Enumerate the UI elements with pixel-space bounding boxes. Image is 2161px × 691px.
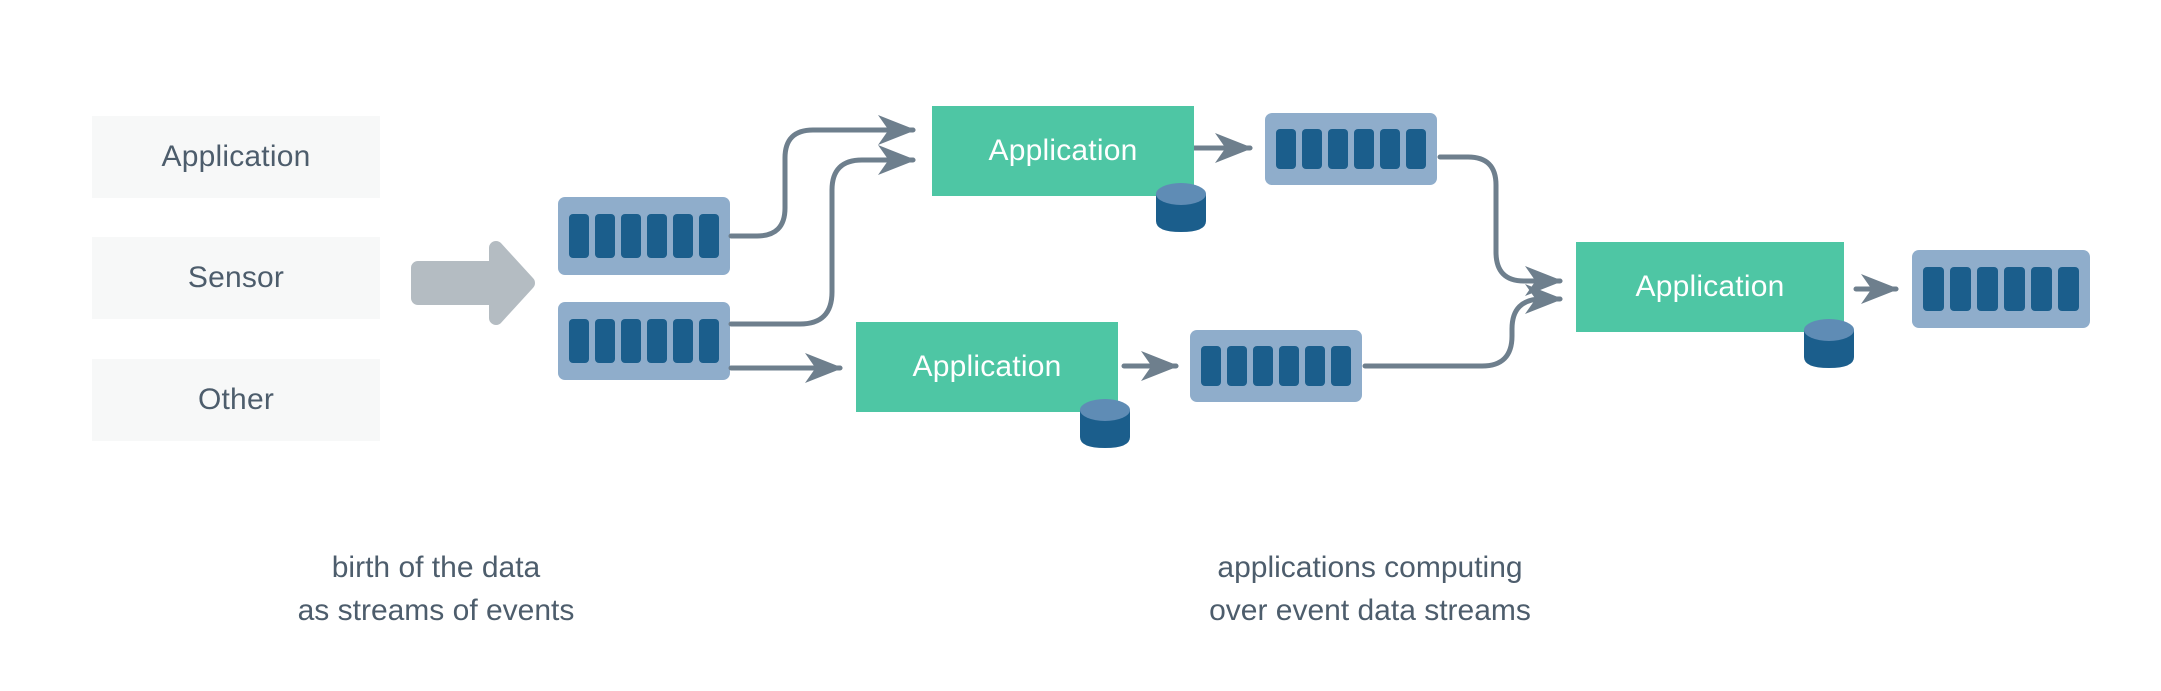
caption-left: birth of the data as streams of events	[297, 551, 575, 627]
stream-bar	[1201, 345, 1221, 387]
stream-bar	[647, 214, 667, 258]
stream-bar	[621, 319, 641, 363]
database-icon	[1156, 183, 1206, 232]
stream-bar	[1923, 267, 1944, 311]
stream-bar	[621, 214, 641, 258]
connector-src-top-to-app-top	[728, 114, 916, 239]
application-label: Application	[1635, 270, 1785, 303]
stream-bar	[2031, 267, 2052, 311]
stream-bar	[595, 319, 615, 363]
stream-bar	[595, 214, 615, 258]
stream-bar	[699, 319, 719, 363]
database-icon	[1080, 399, 1130, 448]
source-box-application: Application	[92, 116, 380, 198]
stream-bar	[673, 214, 693, 258]
stream-bar	[1331, 345, 1351, 387]
stream-bar	[2058, 267, 2079, 311]
connector-src-bottom-to-app-top	[728, 144, 916, 327]
stream-bar	[699, 214, 719, 258]
stream-app2-output	[1190, 330, 1362, 402]
stream-bar	[1950, 267, 1971, 311]
stream-app1-output	[1265, 113, 1437, 185]
source-box-sensor: Sensor	[92, 237, 380, 319]
stream-bar	[1279, 345, 1299, 387]
application-label: Application	[912, 350, 1062, 383]
stream-bar	[673, 319, 693, 363]
caption-right: applications computing over event data s…	[1209, 551, 1531, 627]
database-icon-bottom-layer	[1080, 399, 1130, 448]
stream-bar	[1253, 345, 1273, 387]
stream-bar	[1328, 128, 1348, 170]
stream-bar	[1276, 128, 1296, 170]
source-label: Sensor	[187, 261, 285, 294]
database-icon-final-layer	[1804, 319, 1854, 368]
stream-app3-output	[1912, 250, 2090, 328]
stream-source-bottom	[558, 302, 730, 380]
stream-bar	[1406, 128, 1426, 170]
application-top[interactable]: Application	[932, 106, 1194, 196]
connector-stream2-to-app-final	[1362, 283, 1563, 369]
database-icon-top-layer	[1156, 183, 1206, 232]
stream-bar	[1227, 345, 1247, 387]
stream-bar	[1977, 267, 1998, 311]
database-icon	[1804, 319, 1854, 368]
stream-bar	[647, 319, 667, 363]
source-label: Other	[197, 383, 275, 416]
source-label: Application	[161, 140, 311, 173]
stream-bar	[2004, 267, 2025, 311]
stream-bar	[569, 214, 589, 258]
stream-source-top	[558, 197, 730, 275]
stream-bar	[1380, 128, 1400, 170]
source-box-other: Other	[92, 359, 380, 441]
stream-bar	[1302, 128, 1322, 170]
application-final[interactable]: Application	[1576, 242, 1844, 332]
stream-bar	[569, 319, 589, 363]
stream-bar	[1354, 128, 1374, 170]
connector-stream1-to-app-final	[1437, 154, 1563, 296]
stream-bar	[1305, 345, 1325, 387]
application-label: Application	[988, 134, 1138, 167]
application-bottom[interactable]: Application	[856, 322, 1118, 412]
ingest-arrow-icon	[411, 241, 535, 325]
